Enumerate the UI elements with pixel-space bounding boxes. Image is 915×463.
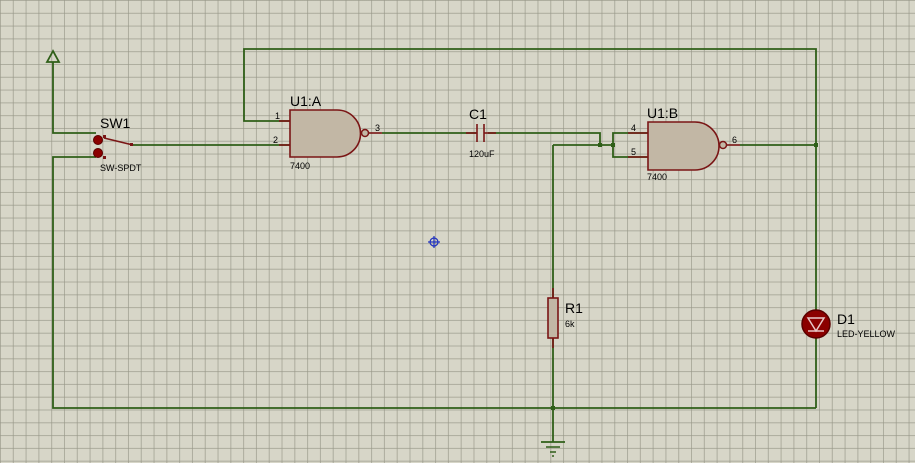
ground-icon[interactable] — [541, 441, 565, 457]
switch-sw1[interactable]: SW1 SW-SPDT — [93, 115, 142, 173]
u1b-value-label: 7400 — [647, 172, 667, 182]
junction-dot — [551, 406, 555, 410]
u1b-pin-label: 5 — [631, 147, 636, 157]
r1-value-label: 6k — [565, 319, 575, 329]
u1b-pin-label: 6 — [732, 135, 737, 145]
led-d1[interactable]: D1 LED-YELLOW — [801, 309, 896, 339]
wire-power-to-switch[interactable] — [52, 62, 96, 134]
u1b-ref-label: U1:B — [647, 105, 678, 121]
c1-ref-label: C1 — [469, 106, 487, 122]
nand-gate-u1a[interactable]: U1:A 1 2 3 7400 — [273, 93, 382, 171]
u1a-value-label: 7400 — [290, 161, 310, 171]
power-terminal-icon[interactable] — [45, 49, 61, 63]
sw1-value-label: SW-SPDT — [100, 163, 142, 173]
u1b-pin-label: 4 — [631, 123, 636, 133]
d1-ref-label: D1 — [837, 311, 855, 327]
resistor-r1[interactable]: R1 6k — [547, 288, 583, 348]
junction-dot — [611, 143, 615, 147]
r1-ref-label: R1 — [565, 300, 583, 316]
sw1-ref-label: SW1 — [100, 115, 131, 131]
nand-gate-u1b[interactable]: U1:B 4 5 6 7400 — [628, 105, 740, 182]
wire-feedback-top[interactable] — [243, 48, 817, 145]
capacitor-c1[interactable]: C1 120uF — [466, 106, 496, 159]
wire-switch-to-ground-rail[interactable] — [52, 156, 816, 409]
wire-u1b-in4[interactable] — [612, 132, 648, 145]
c1-value-label: 120uF — [469, 149, 495, 159]
d1-value-label: LED-YELLOW — [837, 329, 896, 339]
u1a-pin-label: 3 — [375, 123, 380, 133]
u1a-pin-label: 2 — [273, 135, 278, 145]
junction-dot — [598, 143, 602, 147]
junction-dot — [814, 143, 818, 147]
origin-marker-icon[interactable] — [428, 236, 440, 248]
u1a-ref-label: U1:A — [290, 93, 322, 109]
wire-c1-to-node[interactable] — [488, 132, 601, 145]
u1a-pin-label: 1 — [275, 111, 280, 121]
